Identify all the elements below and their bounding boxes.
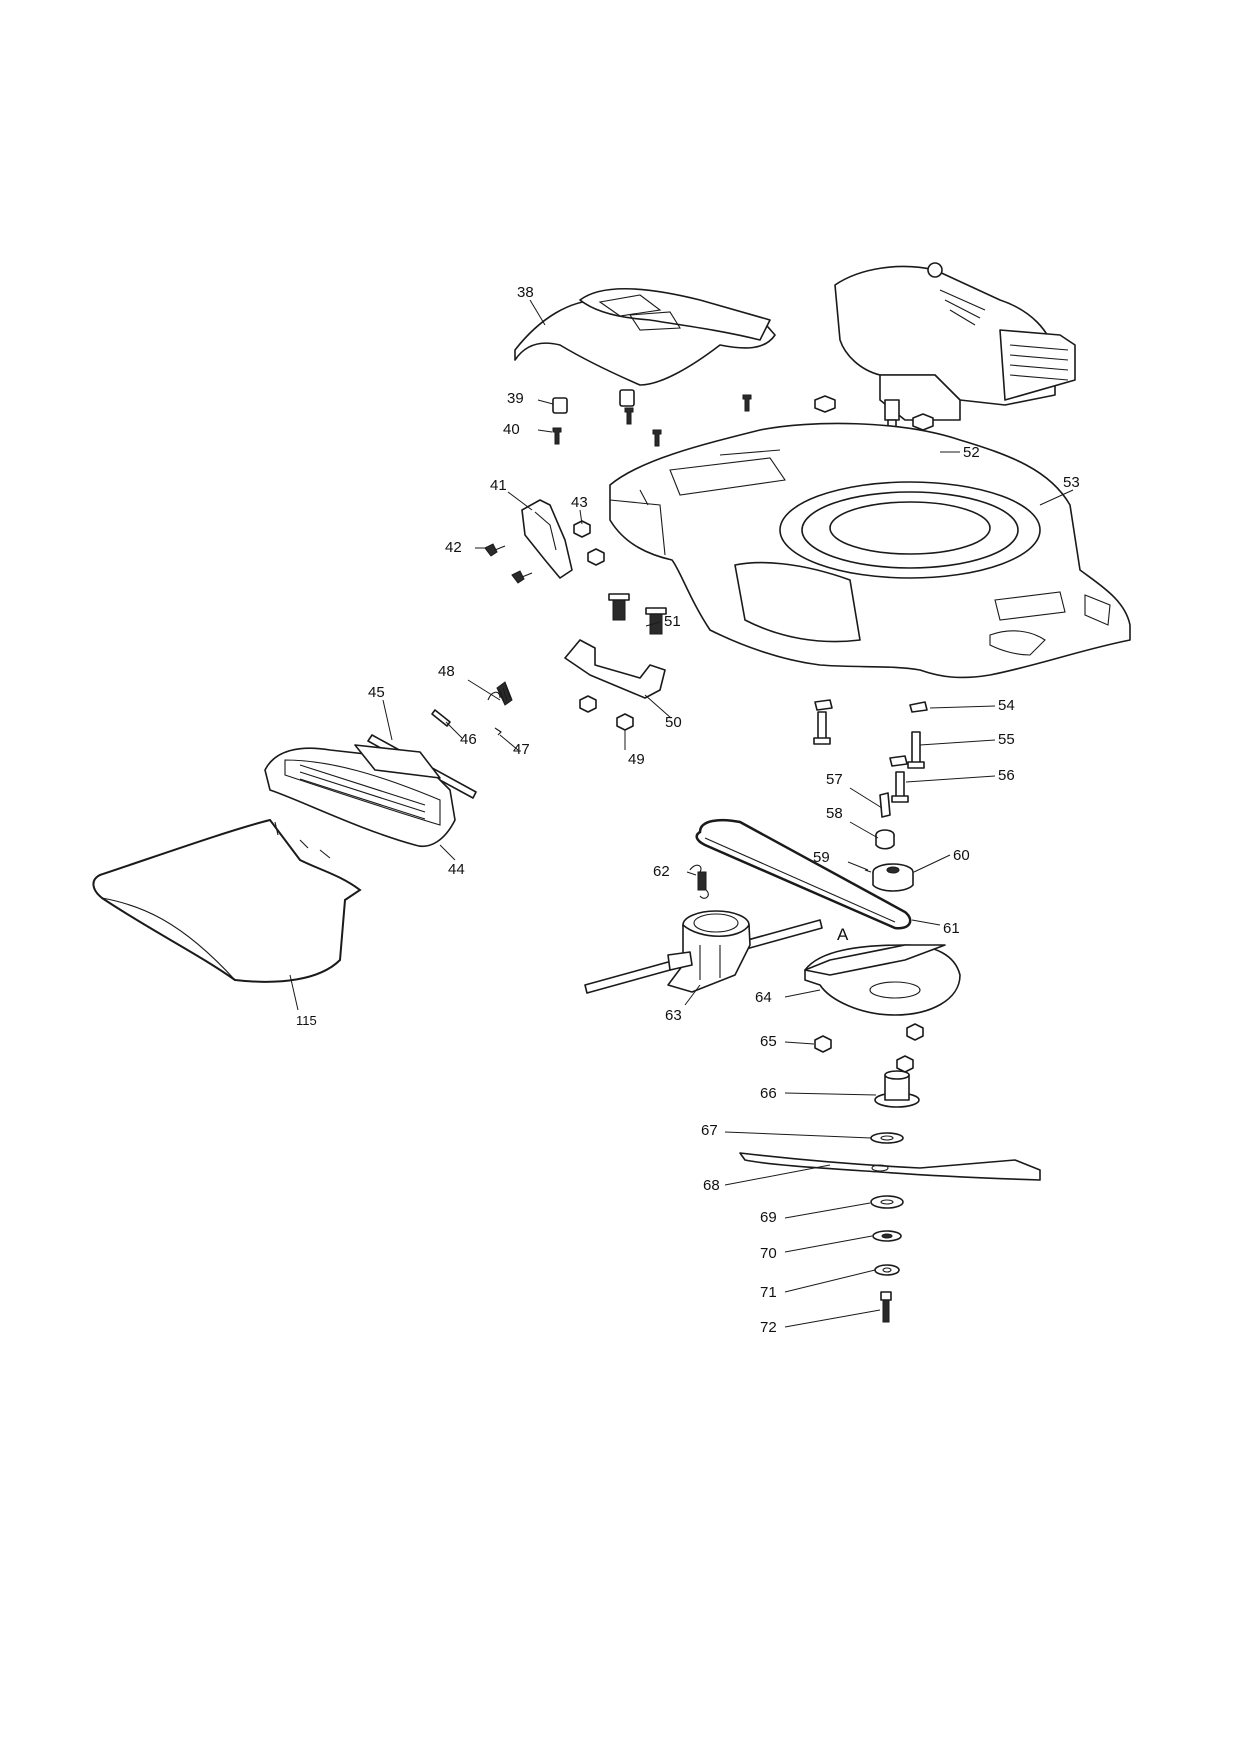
- part-41-height-bracket: [521, 499, 573, 579]
- part-66-blade-adapter: [874, 1070, 920, 1108]
- callout-41: 41: [490, 477, 507, 494]
- callout-66: 66: [760, 1085, 777, 1102]
- part-42-bolts: [484, 543, 533, 584]
- callout-64: 64: [755, 989, 772, 1006]
- callout-54: 54: [998, 697, 1015, 714]
- callout-67: 67: [701, 1122, 718, 1139]
- part-39-bushing: [552, 389, 635, 414]
- part-60-pulley: [872, 863, 914, 892]
- callout-44: 44: [448, 861, 465, 878]
- callout-50: 50: [665, 714, 682, 731]
- part-65-nuts: [814, 1023, 924, 1073]
- callout-60: 60: [953, 847, 970, 864]
- part-47-clip: [494, 727, 502, 736]
- part-59-pin: [864, 869, 872, 873]
- part-57-key: [879, 792, 891, 818]
- part-70-lock-washer: [872, 1230, 902, 1242]
- callout-51: 51: [664, 613, 681, 630]
- callout-53: 53: [1063, 474, 1080, 491]
- callout-61: 61: [943, 920, 960, 937]
- callout-115: 115: [296, 1013, 317, 1028]
- part-51-bolts: [608, 593, 667, 635]
- part-48-spring: [487, 681, 513, 706]
- part-68-blade: [739, 1152, 1041, 1181]
- callout-58: 58: [826, 805, 843, 822]
- callout-63: 63: [665, 1007, 682, 1024]
- callout-72: 72: [760, 1319, 777, 1336]
- callout-49: 49: [628, 751, 645, 768]
- part-115-grass-bag-frame: [92, 818, 362, 983]
- part-58-collar: [875, 829, 895, 850]
- part-61-belt: [695, 818, 912, 930]
- part-71-washer: [874, 1264, 900, 1276]
- callout-48: 48: [438, 663, 455, 680]
- callout-47: 47: [513, 741, 530, 758]
- part-40-screws: [552, 394, 752, 447]
- callout-65: 65: [760, 1033, 777, 1050]
- part-67-washer: [870, 1132, 904, 1144]
- part-72-blade-bolt: [880, 1291, 892, 1323]
- part-engine: [834, 262, 1076, 439]
- part-62-spring: [689, 864, 709, 899]
- callout-46: 46: [460, 731, 477, 748]
- callout-39: 39: [507, 390, 524, 407]
- callout-52: 52: [963, 444, 980, 461]
- part-64-drive-cover: [804, 944, 961, 1016]
- callout-38: 38: [517, 284, 534, 301]
- callout-70: 70: [760, 1245, 777, 1262]
- callout-62: 62: [653, 863, 670, 880]
- callout-71: 71: [760, 1284, 777, 1301]
- callout-57: 57: [826, 771, 843, 788]
- callout-labels: 38 39 40 52 53 41 43 42 51 48 45 46 47 5…: [296, 284, 1080, 1336]
- part-69-washer: [870, 1195, 904, 1209]
- part-49-nuts: [579, 695, 634, 731]
- part-56-bolt: [891, 771, 909, 803]
- callout-69: 69: [760, 1209, 777, 1226]
- callout-56: 56: [998, 767, 1015, 784]
- part-55-bolts: [813, 711, 925, 769]
- callout-68: 68: [703, 1177, 720, 1194]
- part-53-deck: [609, 422, 1131, 679]
- callout-A: A: [837, 925, 849, 944]
- callout-42: 42: [445, 539, 462, 556]
- callout-55: 55: [998, 731, 1015, 748]
- part-63-gearbox: [584, 910, 823, 994]
- part-43-nuts: [573, 520, 605, 566]
- leader-lines: [289, 299, 1074, 1328]
- part-46-pin: [431, 709, 451, 727]
- callout-59: 59: [813, 849, 830, 866]
- part-38-top-cover: [514, 287, 776, 386]
- part-50-rear-bracket: [564, 639, 666, 699]
- part-54-plates: [814, 699, 928, 767]
- callout-40: 40: [503, 421, 520, 438]
- callout-43: 43: [571, 494, 588, 511]
- callout-45: 45: [368, 684, 385, 701]
- part-44-rear-flap: [264, 744, 456, 847]
